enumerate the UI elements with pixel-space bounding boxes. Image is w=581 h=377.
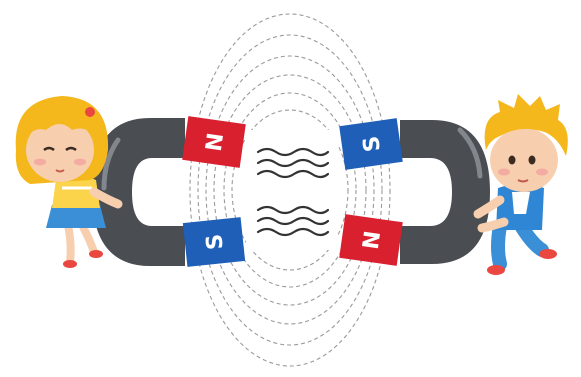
right-bottom-pole-label: N [359,229,386,251]
boy-character-icon [478,94,568,275]
left-bottom-pole-label: S [202,233,229,251]
left-top-pole-label: N [202,131,229,153]
